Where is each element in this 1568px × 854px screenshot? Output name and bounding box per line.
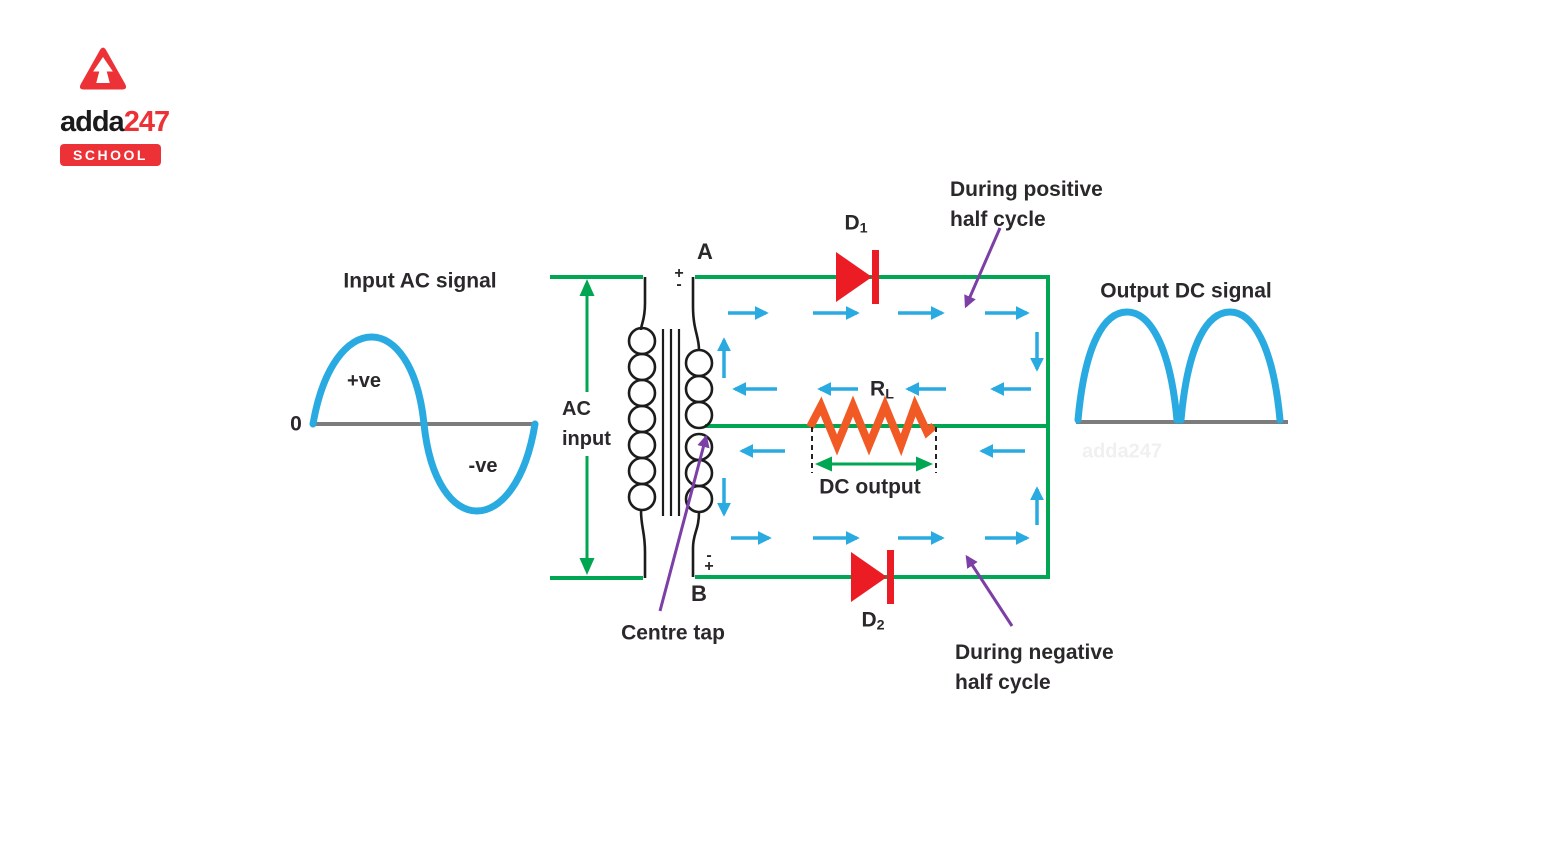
adda247-triangle-icon (79, 47, 127, 90)
output-dc-signal-title: Output DC signal (1100, 279, 1272, 303)
annotation-arrows (658, 227, 1014, 627)
polarity-top-plus: + (674, 265, 684, 282)
zero-label: 0 (290, 412, 302, 436)
ac-input-measure-arrow (579, 279, 595, 575)
diode-d1-label: D1 (844, 211, 868, 237)
diode-d2 (851, 550, 894, 604)
logo-wordmark: adda247 (60, 106, 170, 139)
terminal-b-label: B (691, 580, 707, 606)
transformer-primary-coil (627, 277, 657, 578)
diode-d2-label: D2 (861, 608, 885, 634)
during-positive-line1: During positive (950, 178, 1103, 201)
dc-output-measure (811, 427, 937, 473)
current-flow-arrows (717, 306, 1044, 545)
negative-half-cycle-arrow (965, 554, 1014, 627)
negative-ve-label: -ve (468, 455, 498, 477)
positive-half-cycle-arrow (964, 227, 1002, 309)
positive-ve-label: +ve (347, 370, 381, 392)
polarity-bottom: - + (704, 547, 714, 575)
ac-input-line1: AC (562, 398, 591, 420)
transformer-core (661, 329, 681, 516)
during-positive-line2: half cycle (950, 208, 1046, 231)
diode-d1 (836, 250, 879, 304)
logo-text-adda: adda (60, 106, 125, 138)
during-negative-line2: half cycle (955, 671, 1051, 694)
during-negative-label: During negative half cycle (955, 638, 1114, 698)
output-dc-waveform (1074, 308, 1288, 424)
ac-input-line2: input (562, 428, 611, 450)
centre-tap-arrow (658, 434, 710, 612)
circuit-wires (550, 275, 1050, 580)
load-resistor-label: RL (870, 377, 894, 403)
centre-tap-label: Centre tap (621, 621, 725, 645)
polarity-top-minus: - (676, 276, 682, 293)
polarity-top: + - (674, 265, 684, 293)
ac-input-label: AC input (562, 394, 611, 454)
adda247-school-logo: adda247 SCHOOL (60, 45, 170, 166)
polarity-bottom-plus: + (704, 558, 714, 575)
logo-text-247: 247 (123, 106, 170, 138)
dc-output-label: DC output (819, 475, 921, 499)
load-resistor (806, 395, 937, 457)
during-positive-label: During positive half cycle (950, 175, 1103, 235)
logo-school-banner: SCHOOL (60, 144, 161, 166)
input-ac-signal-title: Input AC signal (343, 269, 497, 293)
during-negative-line1: During negative (955, 641, 1114, 664)
transformer (627, 277, 714, 578)
polarity-bottom-minus: - (706, 547, 712, 564)
input-ac-waveform (309, 333, 539, 515)
terminal-a-label: A (697, 238, 713, 264)
watermark: adda247 (1081, 440, 1163, 463)
